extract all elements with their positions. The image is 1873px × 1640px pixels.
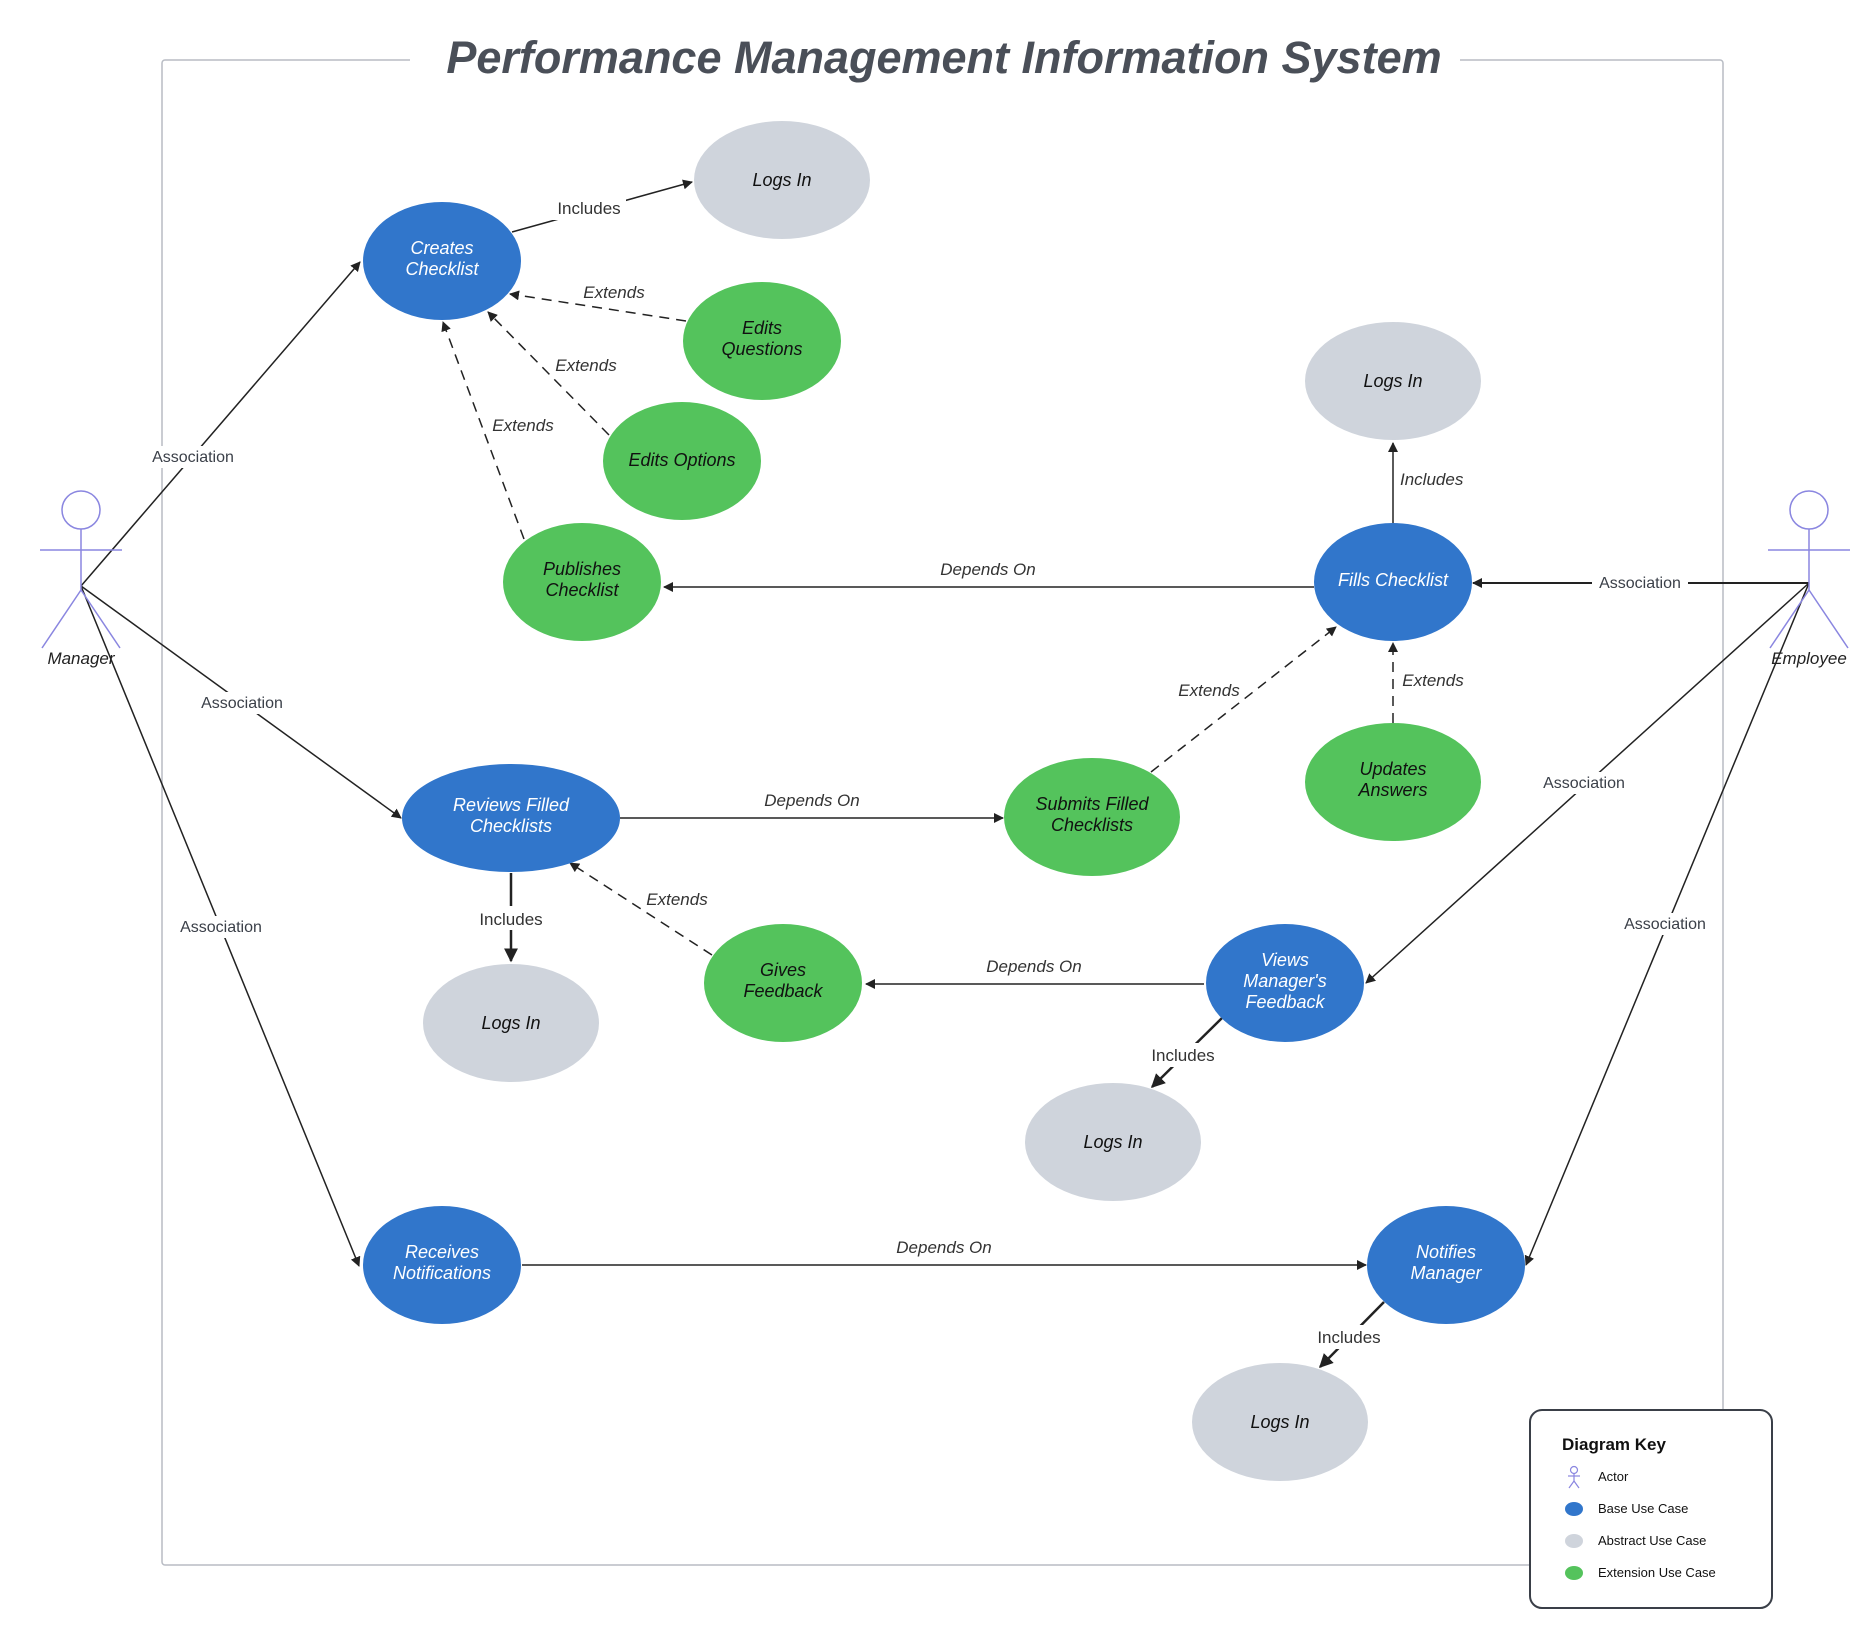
use-case-edits-options[interactable]: Edits Options (603, 402, 761, 520)
label-assoc-views: Association (1543, 775, 1625, 792)
use-case-logs-in-reviews[interactable]: Logs In (423, 964, 599, 1082)
uc-label-line1: Creates (410, 238, 473, 258)
svg-text:Edits Options: Edits Options (628, 450, 735, 470)
key-extension-label: Extension Use Case (1598, 1565, 1716, 1580)
edge-extends-submits (1150, 626, 1337, 773)
svg-text:Fills Checklist: Fills Checklist (1338, 570, 1449, 590)
edge-extends-editsq (509, 290, 687, 322)
key-extension-swatch (1565, 1566, 1583, 1580)
diagram-key: Diagram Key Actor Base Use Case Abstract… (1529, 1409, 1773, 1609)
actor-manager-label: Manager (47, 649, 115, 668)
label-assoc-reviews: Association (201, 695, 283, 712)
label-extends-submits: Extends (1178, 681, 1240, 700)
label-includes-reviews: Includes (479, 910, 542, 929)
actor-manager[interactable] (40, 490, 122, 649)
label-assoc-receives: Association (180, 919, 262, 936)
edge-labels: Includes Includes Includes Includes Incl… (145, 196, 1713, 1349)
label-extends-editso: Extends (555, 356, 617, 375)
edge-extends-gives (569, 862, 713, 956)
label-assoc-creates: Association (152, 449, 234, 466)
label-depends-reviews: Depends On (764, 791, 859, 810)
label-extends-updates: Extends (1402, 671, 1464, 690)
key-actor-label: Actor (1598, 1469, 1629, 1484)
edge-assoc-manager-creates (80, 261, 361, 587)
key-actor-icon (1568, 1465, 1580, 1489)
label-extends-gives: Extends (646, 890, 708, 909)
label-depends-fills: Depends On (940, 560, 1035, 579)
label-extends-editsq: Extends (583, 283, 645, 302)
actor-employee[interactable] (1768, 490, 1850, 649)
label-includes-creates: Includes (557, 199, 620, 218)
key-abstract-swatch (1565, 1534, 1583, 1548)
label-depends-receives: Depends On (896, 1238, 991, 1257)
svg-text:Logs In: Logs In (1363, 371, 1422, 391)
key-abstract-label: Abstract Use Case (1598, 1533, 1706, 1548)
label-depends-views: Depends On (986, 957, 1081, 976)
label-includes-notifies: Includes (1317, 1328, 1380, 1347)
svg-text:Logs In: Logs In (1250, 1412, 1309, 1432)
diagram-title: Performance Management Information Syste… (446, 32, 1441, 83)
svg-text:Logs In: Logs In (752, 170, 811, 190)
key-title: Diagram Key (1562, 1435, 1666, 1454)
label-includes-views: Includes (1151, 1046, 1214, 1065)
use-case-logs-in-right[interactable]: Logs In (1305, 322, 1481, 440)
svg-text:Logs In: Logs In (1083, 1132, 1142, 1152)
edge-extends-editso (487, 311, 610, 436)
label-assoc-notifies: Association (1624, 916, 1706, 933)
uc-label: Logs In (752, 170, 811, 190)
key-base-label: Base Use Case (1598, 1501, 1688, 1516)
use-case-logs-in-notifies[interactable]: Logs In (1192, 1363, 1368, 1481)
edge-extends-publishes (441, 321, 525, 540)
use-case-logs-in-views[interactable]: Logs In (1025, 1083, 1201, 1201)
key-base-swatch (1565, 1502, 1583, 1516)
actor-employee-label: Employee (1771, 649, 1847, 668)
actor-icon (61, 490, 101, 530)
label-extends-publishes: Extends (492, 416, 554, 435)
label-assoc-fills: Association (1599, 575, 1681, 592)
actor-icon (1789, 490, 1829, 530)
svg-text:Logs In: Logs In (481, 1013, 540, 1033)
uc-label-line2: Checklist (405, 259, 479, 279)
use-case-logs-in-top[interactable]: Logs In (694, 121, 870, 239)
label-includes-fills: Includes (1400, 470, 1464, 489)
use-case-fills-checklist[interactable]: Fills Checklist (1314, 523, 1472, 641)
